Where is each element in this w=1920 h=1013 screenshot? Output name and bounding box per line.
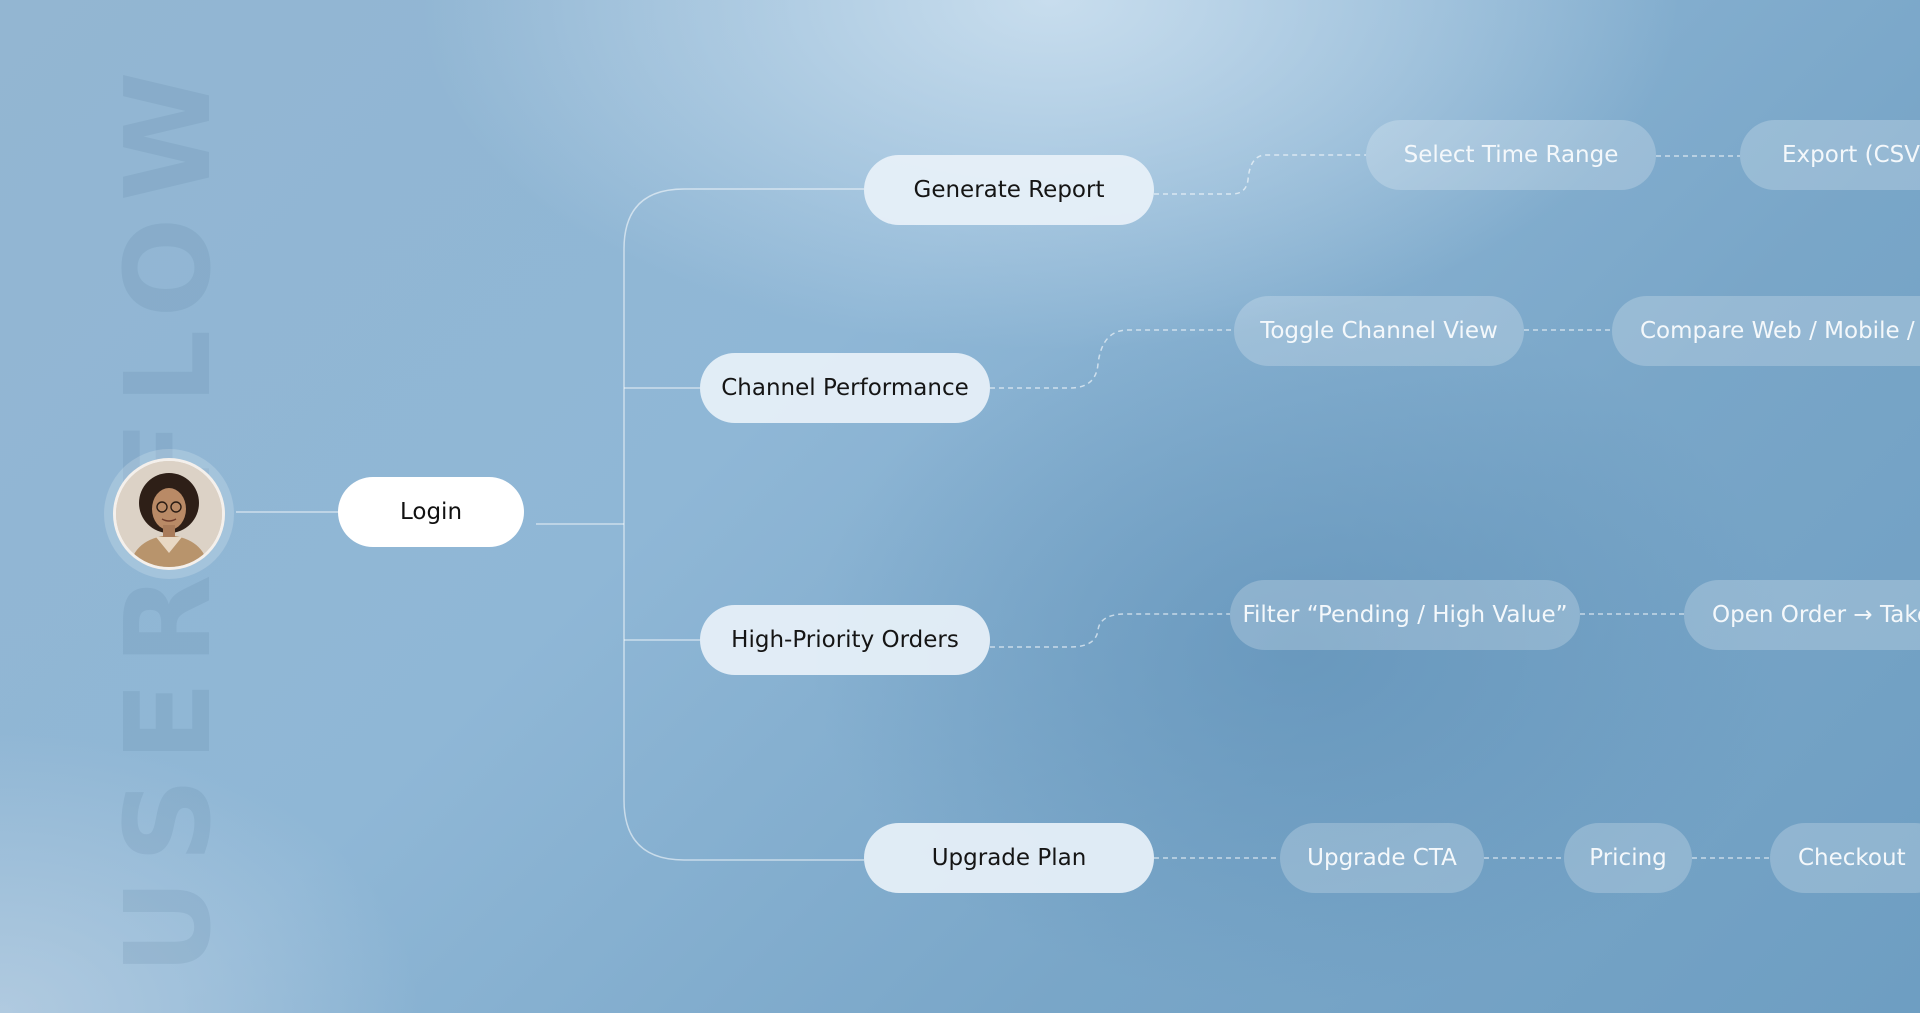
- user-portrait-icon: [113, 458, 225, 570]
- compare-web-mobile-node[interactable]: Compare Web / Mobile / M: [1612, 296, 1920, 366]
- toggle-channel-view-node[interactable]: Toggle Channel View: [1234, 296, 1524, 366]
- high-priority-orders-node[interactable]: High-Priority Orders: [700, 605, 990, 675]
- connector-trunk: [623, 188, 864, 861]
- checkout-node[interactable]: Checkout: [1770, 823, 1920, 893]
- filter-pending-high-value-node[interactable]: Filter “Pending / High Value”: [1230, 580, 1580, 650]
- login-node[interactable]: Login: [338, 477, 524, 547]
- user-avatar: [104, 449, 234, 579]
- dashed-generate-report: [1154, 154, 1366, 195]
- select-time-range-node[interactable]: Select Time Range: [1366, 120, 1656, 190]
- upgrade-cta-node[interactable]: Upgrade CTA: [1280, 823, 1484, 893]
- dashed-channel-performance: [990, 329, 1234, 389]
- pricing-node[interactable]: Pricing: [1564, 823, 1692, 893]
- channel-performance-node[interactable]: Channel Performance: [700, 353, 990, 423]
- upgrade-plan-node[interactable]: Upgrade Plan: [864, 823, 1154, 893]
- export-csv-node[interactable]: Export (CSV: [1740, 120, 1920, 190]
- generate-report-node[interactable]: Generate Report: [864, 155, 1154, 225]
- open-order-take-node[interactable]: Open Order → Take: [1684, 580, 1920, 650]
- dashed-high-priority: [990, 613, 1230, 648]
